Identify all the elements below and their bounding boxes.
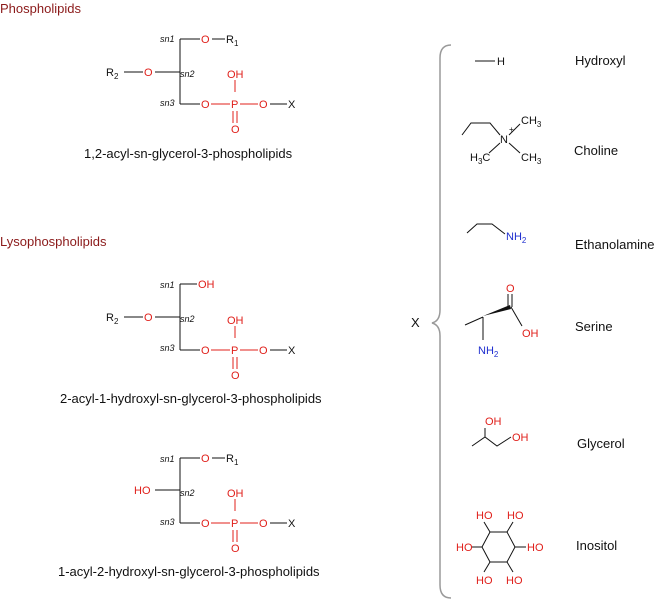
n-methyl-bond-2 [508, 142, 521, 154]
sn2-label: sn2 [180, 314, 195, 324]
hydroxyl-structure: H [475, 56, 505, 68]
sn2-hydroxyl: HO [134, 485, 151, 497]
inositol-hydroxyl-5: HO [476, 575, 493, 587]
glycerol-structure: OH OH [471, 416, 529, 447]
phospholipids-title: Phospholipids [0, 1, 81, 16]
lyso-2-acyl-structure: sn1 sn2 sn3 OH O R2 O P OH O O X [106, 279, 296, 382]
x-group: X [288, 99, 296, 111]
sn3-label: sn3 [160, 98, 175, 108]
inositol-oh-bond-1 [483, 521, 491, 533]
x-group: X [288, 518, 296, 530]
phosphorus: P [231, 345, 238, 357]
sn2-label: sn2 [180, 488, 195, 498]
r2-group: R2 [106, 312, 119, 326]
headgroup-label-inositol: Inositol [576, 538, 617, 553]
carbonyl-oxygen: O [506, 283, 515, 295]
sn1-oxygen: O [201, 34, 210, 46]
ethanolamine-chain [466, 223, 506, 235]
sn3-oxygen: O [201, 99, 210, 111]
headgroup-label-glycerol: Glycerol [577, 436, 625, 451]
glycerol-chain [471, 436, 512, 447]
sn2-label: sn2 [180, 69, 195, 79]
headgroup-label-serine: Serine [575, 319, 613, 334]
ethanolamine-structure: NH2 [466, 223, 527, 245]
r2-group: R2 [106, 67, 119, 81]
inositol-hydroxyl-2: HO [507, 510, 524, 522]
lyso-1-acyl-caption: 1-acyl-2-hydroxyl-sn-glycerol-3-phosphol… [58, 564, 320, 579]
positive-charge: + [509, 125, 514, 134]
inositol-hydroxyl-6: HO [456, 542, 473, 554]
phosphate-oh: OH [227, 315, 244, 327]
amine-group: NH2 [506, 231, 527, 245]
inositol-hydroxyl-4: HO [506, 575, 523, 587]
phosphorus: P [231, 99, 238, 111]
inositol-ring [481, 531, 516, 563]
x-group: X [288, 345, 296, 357]
n-methyl-bond-3 [488, 142, 501, 154]
choline-chain [461, 122, 501, 136]
nitrogen-atom: N [500, 134, 508, 146]
phosphate-double-oxygen: O [231, 543, 240, 555]
sn1-oxygen: O [201, 453, 210, 465]
sn3-label: sn3 [160, 343, 175, 353]
n-methyl-bond-1 [508, 123, 521, 136]
phosphate-oh: OH [227, 69, 244, 81]
inositol-oh-bond-5 [483, 561, 491, 573]
lyso-1-acyl-structure: sn1 sn2 sn3 O R1 HO O P OH O O X [134, 453, 296, 555]
inositol-hydroxyl-3: HO [527, 542, 544, 554]
sn2-oxygen: O [144, 67, 153, 79]
methyl-group-3: H3C [470, 152, 490, 166]
curly-brace [431, 44, 452, 599]
sn1-label: sn1 [160, 34, 175, 44]
inositol-oh-bond-4 [506, 561, 514, 573]
phosphate-double-oxygen: O [231, 124, 240, 136]
phosphate-ester-oxygen: O [259, 99, 268, 111]
inositol-oh-bond-2 [506, 521, 514, 533]
serine-structure: NH2 O OH [464, 283, 539, 359]
sn3-label: sn3 [160, 517, 175, 527]
headgroup-label-ethanolamine: Ethanolamine [575, 237, 655, 252]
lyso-2-acyl-caption: 2-acyl-1-hydroxyl-sn-glycerol-3-phosphol… [60, 391, 322, 406]
phosphate-oh: OH [227, 488, 244, 500]
sn1-label: sn1 [160, 454, 175, 464]
headgroup-label-hydroxyl: Hydroxyl [575, 53, 626, 68]
inositol-structure: HO HO HO HO HO HO [456, 510, 544, 587]
inositol-hydroxyl-1: HO [476, 510, 493, 522]
glycerol-hydroxyl-2: OH [512, 432, 529, 444]
phospholipid-caption: 1,2-acyl-sn-glycerol-3-phospholipids [84, 146, 293, 161]
phosphate-ester-oxygen: O [259, 345, 268, 357]
carboxyl-oh-bond [510, 306, 523, 327]
sn1-hydroxyl: OH [198, 279, 215, 291]
headgroup-label-choline: Choline [574, 143, 618, 158]
wedge-bond [483, 305, 511, 316]
phospholipid-structure: sn1 sn2 sn3 O R1 O R2 O P OH O O X [106, 34, 296, 136]
r1-group: R1 [226, 34, 239, 48]
carboxyl-hydroxyl: OH [522, 328, 539, 340]
sn3-oxygen: O [201, 518, 210, 530]
methyl-group-2: CH3 [521, 152, 542, 166]
phosphorus: P [231, 518, 238, 530]
hydrogen-atom: H [497, 56, 505, 68]
sn3-oxygen: O [201, 345, 210, 357]
sn2-oxygen: O [144, 312, 153, 324]
phosphate-ester-oxygen: O [259, 518, 268, 530]
choline-structure: N + CH3 CH3 H3C [461, 115, 542, 166]
sn1-label: sn1 [160, 280, 175, 290]
r1-group: R1 [226, 453, 239, 467]
methyl-group-1: CH3 [521, 115, 542, 129]
x-definition-label: X [411, 315, 420, 330]
glycerol-hydroxyl-1: OH [485, 416, 502, 428]
serine-methyl-bond [464, 316, 484, 326]
amine-group: NH2 [478, 345, 499, 359]
phosphate-double-oxygen: O [231, 370, 240, 382]
lysophospholipids-title: Lysophospholipids [0, 234, 107, 249]
